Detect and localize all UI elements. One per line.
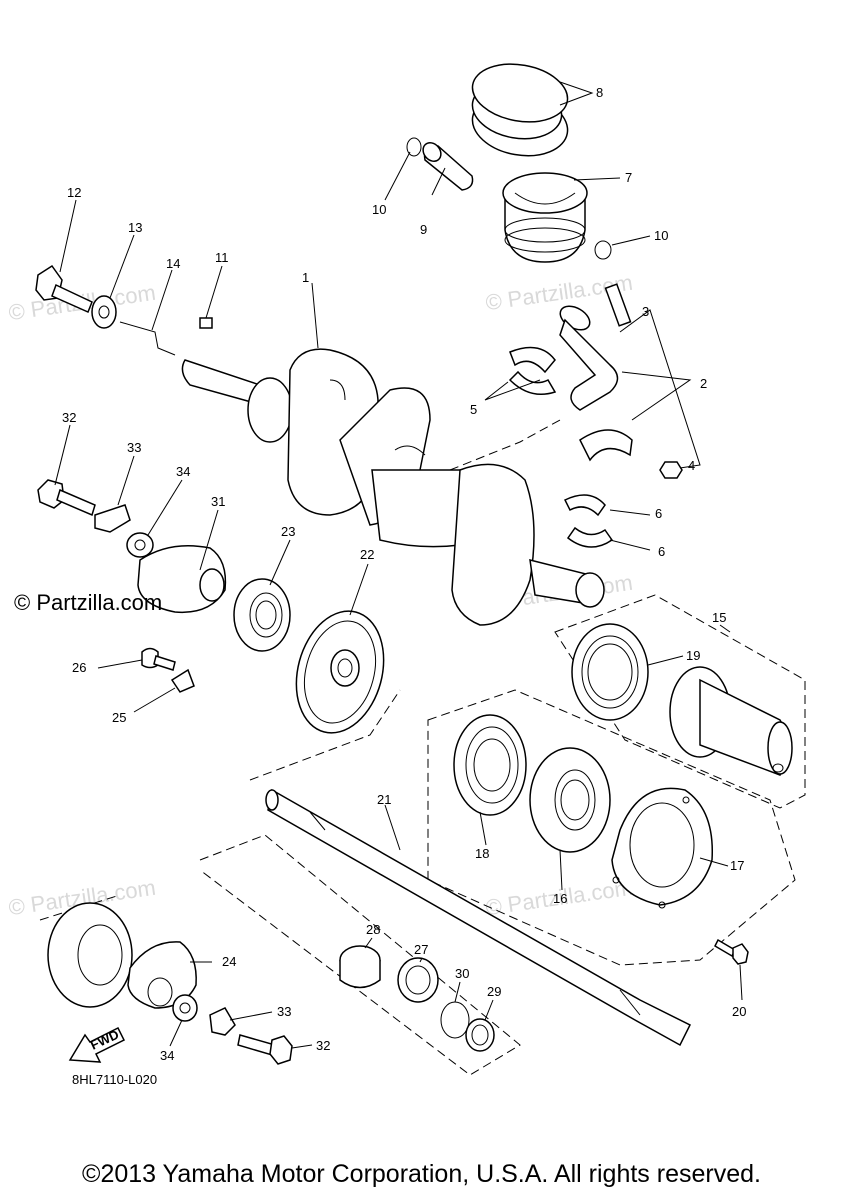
callout-2: 2 [700, 376, 707, 391]
washer-34-upper [126, 532, 154, 558]
callout-19: 19 [686, 648, 700, 663]
callout-9: 9 [420, 222, 427, 237]
bolt-12 [35, 264, 93, 314]
plate-14 [119, 321, 176, 356]
copyright-notice: ©2013 Yamaha Motor Corporation, U.S.A. A… [82, 1160, 761, 1188]
callout-8: 8 [596, 85, 603, 100]
bearing-23 [233, 578, 291, 652]
callout-33: 33 [277, 1004, 291, 1019]
callout-34: 34 [160, 1048, 174, 1063]
callout-3: 3 [642, 304, 649, 319]
cover-17 [611, 787, 714, 909]
piston-pin [422, 142, 474, 191]
callout-24: 24 [222, 954, 236, 969]
bolt-20 [714, 938, 749, 965]
callout-31: 31 [211, 494, 225, 509]
main-bearings [563, 494, 614, 548]
callout-7: 7 [625, 170, 632, 185]
drive-shaft-gear [669, 666, 793, 776]
callout-32: 32 [62, 410, 76, 425]
callout-25: 25 [112, 710, 126, 725]
callout-34: 34 [176, 464, 190, 479]
lock-33-upper [94, 504, 131, 533]
callout-16: 16 [553, 891, 567, 906]
piston-pin-clips [406, 137, 612, 260]
circlip-30 [440, 1001, 470, 1039]
assembly-outlines [39, 419, 806, 1076]
callout-6: 6 [655, 506, 662, 521]
callout-13: 13 [128, 220, 142, 235]
bolt-26 [141, 647, 176, 671]
callout-18: 18 [475, 846, 489, 861]
housing-24 [127, 941, 197, 1009]
callout-27: 27 [414, 942, 428, 957]
oil-seal-18 [453, 714, 527, 816]
callout-33: 33 [127, 440, 141, 455]
ring-29 [465, 1018, 495, 1052]
callout-labels: 8 7 10 9 10 1 3 2 5 4 6 6 11 12 13 14 32… [62, 85, 746, 1063]
diagram-code: 8HL7110-L020 [72, 1072, 158, 1087]
gear-lower [47, 902, 133, 1008]
collar-28 [339, 945, 381, 989]
callout-4: 4 [688, 458, 695, 473]
washer-34-lower [172, 994, 198, 1022]
fwd-arrow-icon: FWD [68, 1027, 126, 1063]
leader-lines [54, 81, 743, 1049]
callout-20: 20 [732, 1004, 746, 1019]
callout-11: 11 [215, 250, 229, 265]
bolt-32-lower [237, 1034, 293, 1065]
lock-33-lower [209, 1007, 236, 1036]
callout-10: 10 [654, 228, 668, 243]
housing-31 [137, 545, 227, 614]
oil-seal-19 [571, 623, 649, 721]
crankshaft [181, 348, 605, 626]
piston-rings [471, 63, 569, 157]
piston [502, 172, 588, 263]
callout-21: 21 [377, 792, 391, 807]
gear-22 [295, 610, 385, 734]
driveshaft-21 [265, 788, 692, 1047]
callout-26: 26 [72, 660, 86, 675]
woodruff-key [199, 317, 213, 329]
callout-1: 1 [302, 270, 309, 285]
callout-30: 30 [455, 966, 469, 981]
callout-5: 5 [470, 402, 477, 417]
callout-10: 10 [372, 202, 386, 217]
callout-14: 14 [166, 256, 180, 271]
callout-28: 28 [366, 922, 380, 937]
callout-6: 6 [658, 544, 665, 559]
needle-bearing-27 [397, 957, 439, 1003]
bearing-16 [529, 747, 611, 853]
callout-32: 32 [316, 1038, 330, 1053]
rod-bearings [508, 346, 557, 395]
watermark-main: © Partzilla.com [14, 590, 163, 615]
bolt-32-upper [37, 479, 96, 517]
callout-29: 29 [487, 984, 501, 999]
callout-22: 22 [360, 547, 374, 562]
callout-15: 15 [712, 610, 726, 625]
callout-12: 12 [67, 185, 81, 200]
callout-17: 17 [730, 858, 744, 873]
washer-13 [91, 295, 117, 329]
callout-23: 23 [281, 524, 295, 539]
plate-25 [170, 668, 195, 693]
connecting-rod [559, 283, 683, 479]
